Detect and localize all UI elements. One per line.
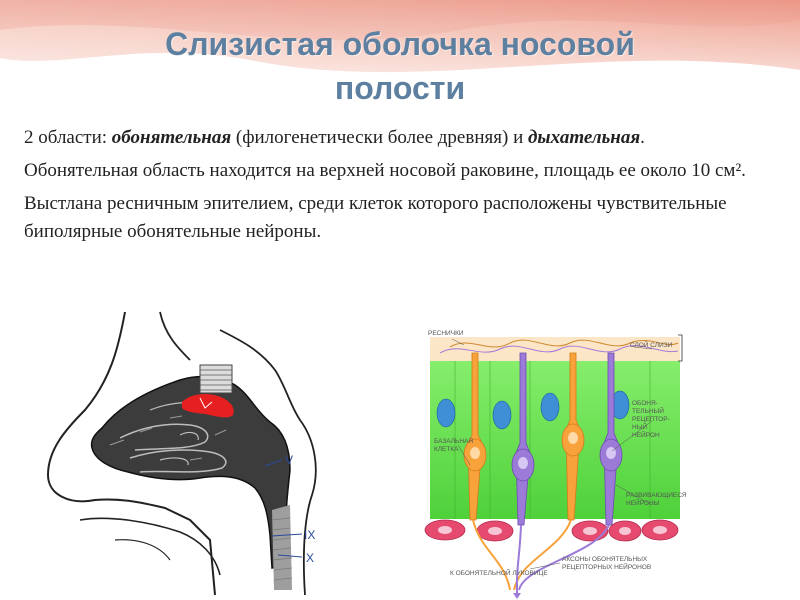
label-receptor-neuron-4: НЫЙ (632, 422, 647, 431)
label-developing-neurons-1: РАЗВИВАЮЩИЕСЯ (626, 492, 687, 499)
label-receptor-neuron-2: ТЕЛЬНЫЙ (632, 406, 664, 415)
label-axons-1: АКСОНЫ ОБОНЯТЕЛЬНЫХ (562, 556, 648, 563)
label-basal-cell-1: БАЗАЛЬНАЯ (434, 438, 473, 445)
olfactory-epithelium-diagram: РЕСНИЧКИ СЛОЙ СЛИЗИ БАЗАЛЬНАЯ КЛЕТКА ОБО… (424, 330, 687, 599)
paragraph-location: Обонятельная область находится на верхне… (24, 160, 746, 181)
title-background-band (0, 0, 800, 120)
regions-suffix: . (640, 127, 645, 148)
label-basal-cell-2: КЛЕТКА (434, 446, 459, 453)
slide-title-line-2: полости (334, 70, 466, 106)
body-text: 2 области: обонятельная (филогенетически… (24, 124, 784, 251)
label-axons-2: РЕЦЕПТОРНЫХ НЕЙРОНОВ (562, 562, 651, 571)
slide-title: Слизистая оболочка носовой полости (0, 22, 800, 110)
label-cilia: РЕСНИЧКИ (428, 330, 464, 337)
label-mucus-layer: СЛОЙ СЛИЗИ (630, 340, 673, 349)
regions-prefix: 2 области: (24, 127, 112, 148)
label-x: X (306, 551, 314, 565)
label-v: V (285, 453, 293, 467)
regions-middle: (филогенетически более древняя) и (231, 127, 528, 148)
label-receptor-neuron-5: НЕЙРОН (632, 430, 660, 439)
label-developing-neurons-2: НЕЙРОНЫ (626, 498, 660, 507)
term-olfactory: обонятельная (111, 127, 232, 148)
nasal-cavity-section-diagram: V IX X (40, 310, 340, 595)
slide-title-line-1: Слизистая оболочка носовой (165, 26, 635, 62)
label-receptor-neuron-3: РЕЦЕПТОР- (632, 416, 670, 423)
label-to-olfactory-bulb: К ОБОНЯТЕЛЬНОЙ ЛУКОВИЦЕ (450, 568, 548, 577)
paragraph-regions: 2 области: обонятельная (филогенетически… (24, 124, 784, 152)
paragraph-epithelium: Выстлана ресничным эпителием, среди клет… (24, 193, 727, 242)
label-receptor-neuron-1: ОБОНЯ- (632, 400, 658, 407)
label-ix: IX (304, 528, 315, 542)
term-respiratory: дыхательная (527, 127, 641, 148)
